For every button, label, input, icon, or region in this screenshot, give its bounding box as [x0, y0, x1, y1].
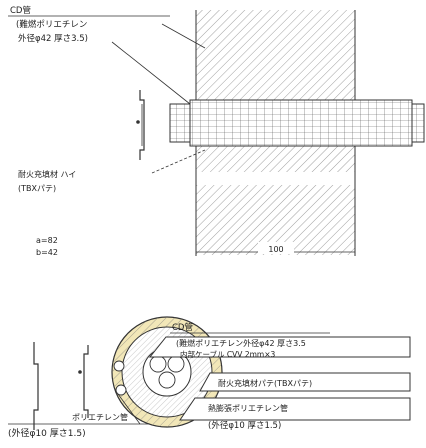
pipe-label-leader-2 [161, 23, 206, 49]
left-tube-2 [115, 384, 127, 396]
dim-b-label: b=42 [36, 248, 58, 257]
cable-core-3 [158, 371, 176, 389]
top-filler-label-2: (TBXパテ) [18, 184, 56, 193]
bottom-cable-label: 内部ケーブル CVV 2mm×3 [180, 349, 275, 359]
dim-100-bg [258, 242, 294, 254]
left-tube-label-1: ポリエチレン管 [72, 412, 128, 422]
bottom-left-bracket [33, 342, 39, 430]
pipe-end-left [169, 103, 191, 143]
bottom-filler-label-box [199, 372, 411, 392]
right-tube-label-box [179, 397, 411, 421]
top-pipe-label-1: CD管 [10, 5, 31, 16]
bottom-left-elevation [83, 345, 89, 418]
top-pipe-label-2: (難燃ポリエチレン [16, 19, 87, 30]
bottom-left-dot [78, 370, 82, 374]
pipe-elevation-bracket [139, 90, 145, 160]
bottom-pipe-label-box [148, 336, 411, 358]
top-pipe-label-3: 外径φ42 厚さ3.5) [18, 33, 88, 44]
right-tube-label-2: (外径φ10 厚さ1.5) [208, 420, 281, 431]
cable-core-1 [149, 355, 167, 373]
pipe-through-wall [189, 99, 413, 147]
pipe-label-leader [111, 41, 191, 105]
bottom-filler-label: 耐火充填材パテ(TBXパテ) [218, 378, 312, 388]
bottom-section: CD管 (難燃ポリエチレン外径φ42 厚さ3.5 内部ケーブル CVV 2mm×… [8, 316, 411, 439]
left-tube-label-2: (外径φ10 厚さ1.5) [8, 427, 86, 439]
bottom-pipe-label-1: CD管 [172, 322, 193, 333]
left-tube-1 [113, 360, 125, 372]
pipe-elevation-dot [136, 120, 140, 124]
left-tube-leader [117, 393, 141, 425]
top-section: CD管 (難燃ポリエチレン 外径φ42 厚さ3.5) 耐火充填材 ハイ (TBX… [8, 5, 425, 257]
top-filler-label-1: 耐火充填材 ハイ [18, 169, 76, 179]
right-tube-label-1: 熱膨張ポリエチレン管 [208, 403, 288, 413]
bottom-pipe-label-2: (難燃ポリエチレン外径φ42 厚さ3.5 [176, 338, 306, 348]
dim-a-label: a=82 [36, 236, 58, 245]
pipe-end-right [411, 103, 425, 143]
dim-100-label: 100 [268, 245, 283, 254]
